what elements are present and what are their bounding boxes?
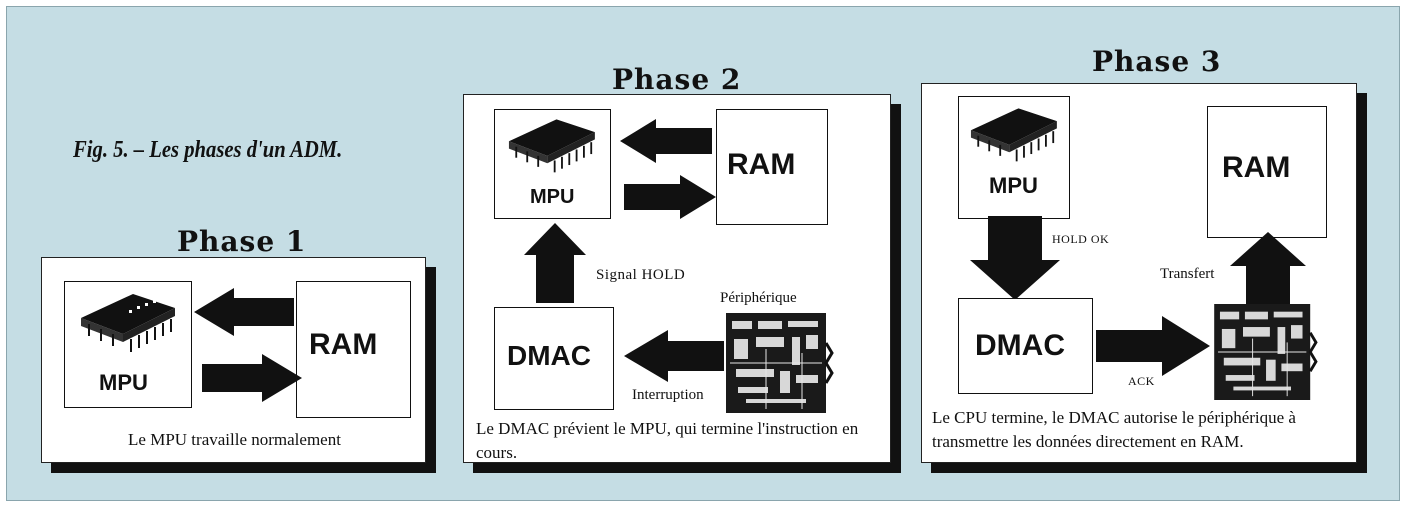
phase2-signal-label: Signal HOLD (596, 267, 686, 283)
phase3-ack-label: ACK (1128, 374, 1155, 388)
figure-frame: Fig. 5. – Les phases d'un ADM. Phase 1 M… (6, 6, 1400, 501)
phase1-arrow-ram-to-mpu (194, 288, 294, 336)
phase2-ram-box: RAM (716, 109, 828, 225)
phase2-arrow-mpu-to-ram (624, 175, 716, 219)
phase2-mpu-box: MPU (494, 109, 611, 219)
chip-icon (81, 294, 175, 352)
chip-icon (970, 108, 1057, 162)
phase2-mpu-label: MPU (530, 186, 575, 208)
phase3-mpu-label: MPU (989, 173, 1038, 198)
phase2-peripheral-label: Périphérique (720, 290, 797, 306)
phase1-caption: Le MPU travaille normalement (128, 430, 341, 449)
phase3-title: Phase 3 (1092, 45, 1222, 78)
phase1-ram-box: RAM (296, 281, 411, 418)
phase2-ram-label: RAM (727, 148, 796, 181)
phase2-arrow-hold-up (524, 223, 586, 303)
phase3-mpu-box: MPU (958, 96, 1070, 219)
phase2-title: Phase 2 (612, 63, 742, 96)
phase1-panel: MPU RAM Le MPU travaille normalement (41, 257, 426, 463)
phase1-arrow-mpu-to-ram (202, 354, 302, 402)
phase3-dmac-box: DMAC (958, 298, 1093, 394)
phase3-transfer-label: Transfert (1160, 266, 1215, 282)
phase2-interrupt-label: Interruption (632, 387, 704, 403)
phase3-hold-ok-label: HOLD OK (1052, 232, 1110, 246)
phase2-arrow-ram-to-mpu (620, 119, 712, 163)
phase2-arrow-interrupt (624, 330, 724, 382)
peripheral-board-icon (1214, 304, 1318, 400)
phase3-arrow-ack (1096, 316, 1210, 376)
phase3-ram-box: RAM (1207, 106, 1327, 238)
phase1-ram-label: RAM (309, 328, 378, 361)
phase3-caption: Le CPU termine, le DMAC autorise le péri… (932, 408, 1296, 451)
phase3-arrow-hold-ok-down (970, 216, 1060, 300)
phase2-caption: Le DMAC prévient le MPU, qui termine l'i… (476, 419, 859, 462)
phase1-mpu-label: MPU (99, 370, 148, 395)
phase2-panel: MPU RAM Signal HOLD DMAC Périphérique (463, 94, 891, 463)
phase3-arrow-transfer-up (1230, 232, 1306, 308)
phase1-mpu-box: MPU (64, 281, 192, 408)
peripheral-board-icon (726, 313, 834, 413)
phase2-dmac-box: DMAC (494, 307, 614, 410)
phase3-dmac-label: DMAC (975, 329, 1065, 362)
chip-icon (508, 119, 595, 173)
phase3-ram-label: RAM (1222, 151, 1291, 184)
figure-caption: Fig. 5. – Les phases d'un ADM. (73, 137, 343, 163)
phase1-title: Phase 1 (177, 225, 307, 258)
phase3-panel: MPU RAM HOLD OK Transfert DMAC ACK (921, 83, 1357, 463)
phase2-dmac-label: DMAC (507, 340, 591, 371)
